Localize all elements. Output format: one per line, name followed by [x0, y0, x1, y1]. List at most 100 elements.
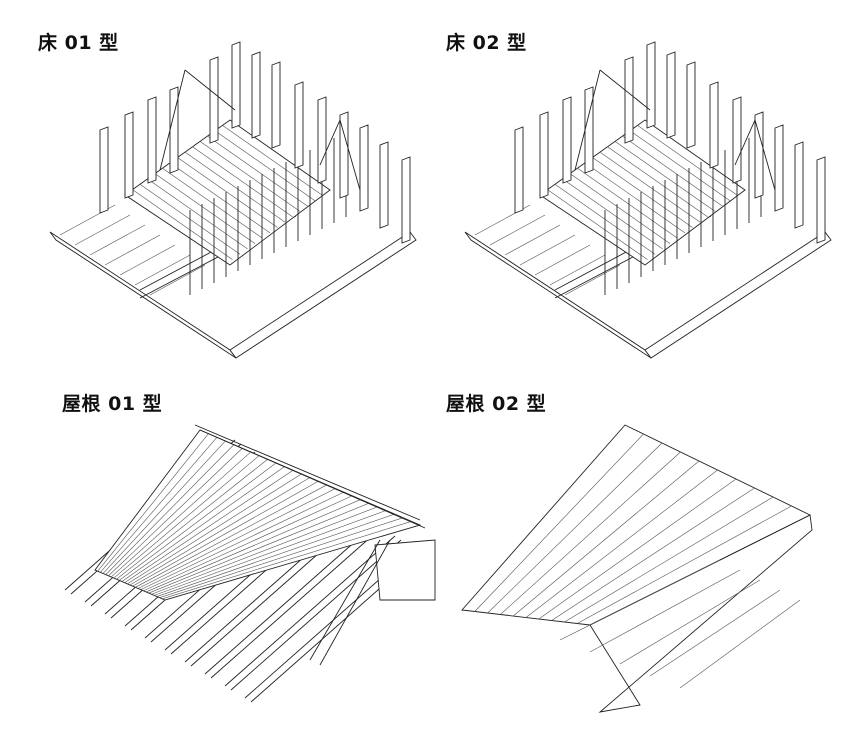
- sheathing-board: [119, 462, 277, 581]
- post: [401, 156, 411, 244]
- board: [547, 189, 648, 260]
- post: [816, 156, 826, 244]
- joist: [134, 254, 191, 286]
- rafter: [230, 539, 402, 691]
- sheathing-board: [110, 451, 251, 578]
- sheathing-board: [137, 488, 336, 589]
- rafter: [204, 523, 376, 675]
- board: [577, 167, 678, 239]
- joist: [119, 244, 176, 276]
- post: [794, 141, 804, 229]
- board: [132, 189, 233, 260]
- floor-01-label: 床 01 型: [38, 32, 119, 54]
- post: [562, 96, 572, 184]
- post: [709, 81, 719, 169]
- board: [177, 157, 278, 228]
- panel-seam: [525, 469, 718, 618]
- brace: [734, 119, 756, 166]
- panel-seam: [513, 460, 700, 617]
- panel-seam: [551, 487, 755, 621]
- post: [584, 86, 594, 174]
- brace: [339, 119, 361, 191]
- post: [514, 126, 524, 214]
- joist: [564, 264, 621, 296]
- board: [622, 135, 723, 207]
- panel-seam: [487, 442, 663, 614]
- sheathing-board: [108, 448, 243, 576]
- sheathing-board: [97, 433, 209, 572]
- post: [359, 124, 369, 212]
- post: [339, 111, 349, 199]
- sheathing-board: [151, 506, 378, 595]
- brace: [159, 69, 186, 171]
- sheathing-board: [148, 502, 370, 594]
- frame-member: [559, 559, 721, 641]
- sheathing-board: [105, 444, 235, 575]
- sheathing-board: [156, 513, 395, 597]
- floor-frame: [589, 514, 813, 713]
- brace: [754, 119, 776, 191]
- brace: [309, 539, 381, 661]
- frame-member: [679, 599, 801, 689]
- joist: [549, 254, 606, 286]
- frame-member: [619, 579, 761, 665]
- truss: [374, 539, 436, 601]
- board: [562, 178, 663, 250]
- panel-seam: [577, 505, 792, 624]
- post: [754, 111, 764, 199]
- post: [686, 61, 696, 149]
- post: [169, 86, 179, 174]
- post: [251, 51, 261, 139]
- sill-beam: [644, 231, 832, 359]
- post: [294, 81, 304, 169]
- board: [637, 125, 738, 196]
- post: [774, 124, 784, 212]
- joist: [519, 234, 576, 266]
- board: [592, 157, 693, 228]
- panel-seam: [564, 496, 774, 623]
- board: [607, 146, 708, 218]
- post: [317, 96, 327, 184]
- sheathing-board: [132, 480, 319, 587]
- board: [614, 141, 716, 212]
- sheathing-board: [127, 473, 302, 585]
- post: [209, 56, 219, 144]
- sheathing-board: [159, 517, 404, 598]
- frame-member: [589, 569, 741, 653]
- post: [539, 111, 549, 199]
- sheathing-board: [129, 477, 311, 586]
- joist: [89, 224, 146, 256]
- sheathing-board: [102, 440, 226, 574]
- board: [192, 146, 293, 218]
- ridge: [194, 424, 421, 521]
- brace: [319, 119, 341, 166]
- rafter: [224, 535, 396, 687]
- roof-sheathing: [461, 424, 812, 626]
- board: [599, 151, 701, 223]
- sheathing-board: [146, 499, 361, 593]
- sheathing-board: [143, 495, 353, 592]
- board: [184, 151, 286, 223]
- post: [666, 51, 676, 139]
- panel-seam: [538, 478, 737, 620]
- sheathing-board: [116, 458, 268, 580]
- roof-01-label: 屋根 01 型: [62, 393, 163, 415]
- roof-02-drawing: [461, 424, 813, 713]
- panel-seam: [500, 451, 681, 615]
- sheathing-board: [121, 466, 285, 582]
- sheathing-board: [162, 521, 412, 600]
- board: [162, 167, 263, 239]
- post: [231, 41, 241, 129]
- panel-seam: [474, 433, 644, 612]
- post: [271, 61, 281, 149]
- sheathing-board: [140, 491, 344, 590]
- board: [147, 178, 248, 250]
- joist: [104, 234, 161, 266]
- sheathing-board: [100, 437, 218, 573]
- frame-member: [649, 589, 781, 677]
- sheathing-board: [135, 484, 328, 588]
- post: [124, 111, 134, 199]
- joist: [149, 264, 206, 296]
- brace: [574, 69, 601, 171]
